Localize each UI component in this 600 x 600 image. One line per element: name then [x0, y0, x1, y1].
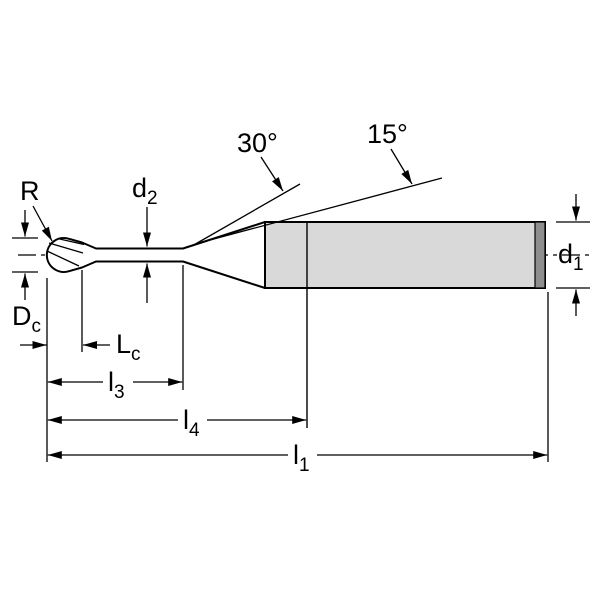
dim-neck-angle: 15°	[367, 119, 413, 185]
corner-radius-leader	[32, 205, 53, 242]
flute-line	[57, 237, 85, 246]
dim-taper-angle: 30°	[237, 128, 284, 192]
dim-shank-diameter: d1	[556, 194, 590, 316]
flute-line	[46, 250, 80, 267]
taper-angle-30-line	[191, 183, 301, 247]
l3-label: l3	[108, 367, 125, 403]
corner-radius-label: R	[20, 176, 40, 206]
flute-line	[48, 242, 84, 254]
dim-l4: l4	[47, 405, 307, 441]
neck-angle-label: 15°	[367, 119, 408, 149]
flute-length-label: Lc	[116, 329, 141, 365]
dim-neck-diameter: d2	[132, 173, 158, 303]
shank-diameter-label: d1	[558, 239, 584, 275]
l4-label: l4	[183, 405, 200, 441]
taper-angle-label: 30°	[237, 128, 278, 158]
dim-cutting-diameter: Dc	[12, 210, 41, 337]
neck-diameter-label: d2	[132, 173, 158, 209]
dim-l1: l1	[47, 292, 549, 476]
l1-label: l1	[293, 440, 310, 476]
cutting-diameter-label: Dc	[12, 301, 41, 337]
neck-angle-leader	[390, 148, 413, 185]
dim-corner-radius: R	[20, 176, 53, 242]
taper-angle-leader	[260, 156, 284, 192]
shank-end-face	[534, 221, 546, 289]
flute-lines	[46, 237, 85, 267]
neck-angle-15-line	[209, 177, 443, 241]
shank-body	[264, 221, 546, 289]
dim-flute-length: Lc	[20, 270, 141, 365]
dim-l3: l3	[47, 265, 184, 403]
